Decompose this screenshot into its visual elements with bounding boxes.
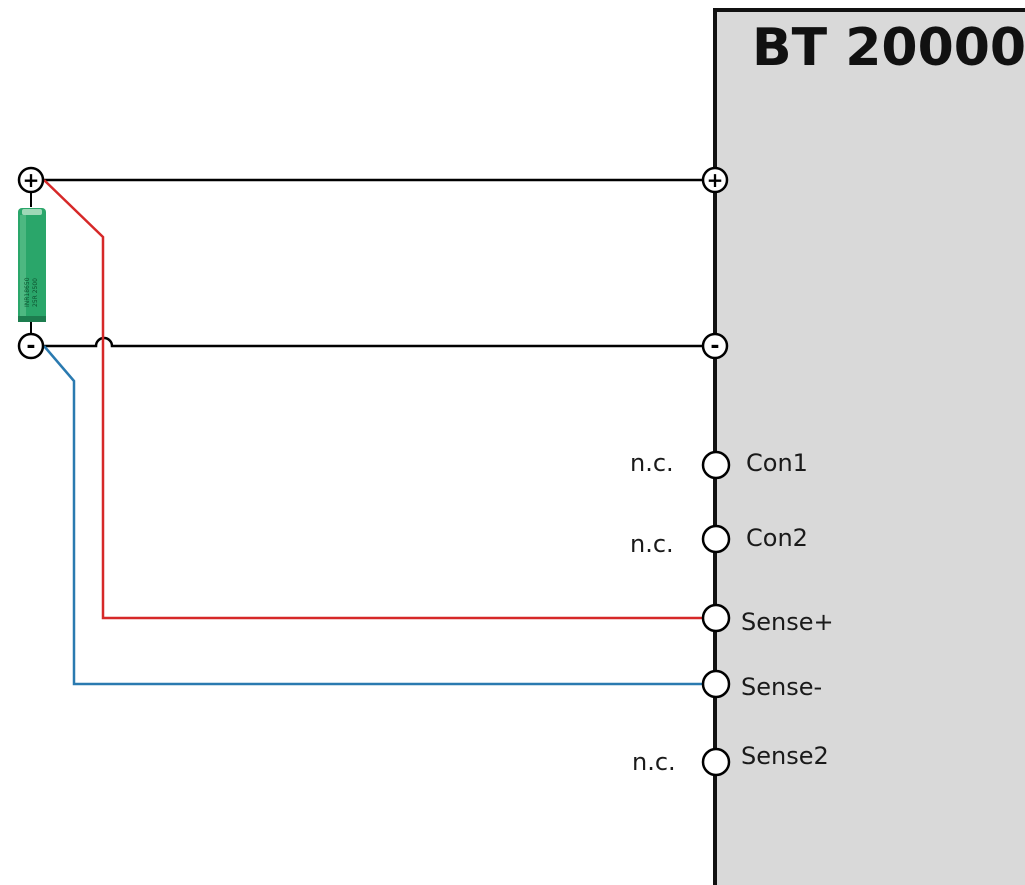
port-con1-nc: n.c. — [630, 449, 674, 477]
device-panel — [713, 8, 1025, 885]
svg-text:-: - — [710, 334, 719, 359]
port-con2-nc: n.c. — [630, 530, 674, 558]
svg-text:-: - — [26, 334, 35, 359]
port-sense2-label: Sense2 — [741, 742, 829, 770]
battery-cell: INR18650 25R 2500 — [18, 192, 46, 333]
port-con1 — [701, 450, 731, 480]
port-sense-minus-label: Sense- — [741, 673, 822, 701]
port-sense-plus — [701, 603, 731, 633]
port-sense-plus-label: Sense+ — [741, 608, 834, 636]
wire-sense-plus — [43, 179, 703, 620]
battery-plus-terminal: + — [17, 166, 45, 194]
svg-text:INR18650: INR18650 — [24, 277, 31, 307]
port-sense-minus — [701, 669, 731, 699]
port-con2-label: Con2 — [746, 524, 808, 552]
device-plus-terminal: + — [701, 166, 729, 194]
port-con2 — [701, 524, 731, 554]
wire-sense-minus — [43, 345, 703, 686]
svg-text:25R 2500: 25R 2500 — [32, 278, 39, 307]
device-minus-terminal: - — [701, 332, 729, 360]
battery-minus-terminal: - — [17, 332, 45, 360]
wire-power-minus — [44, 336, 702, 348]
port-sense2 — [701, 747, 731, 777]
svg-text:+: + — [707, 168, 724, 192]
device-title: BT 20000 — [752, 18, 1025, 78]
svg-text:+: + — [23, 168, 40, 192]
port-sense2-nc: n.c. — [632, 748, 676, 776]
port-con1-label: Con1 — [746, 449, 808, 477]
